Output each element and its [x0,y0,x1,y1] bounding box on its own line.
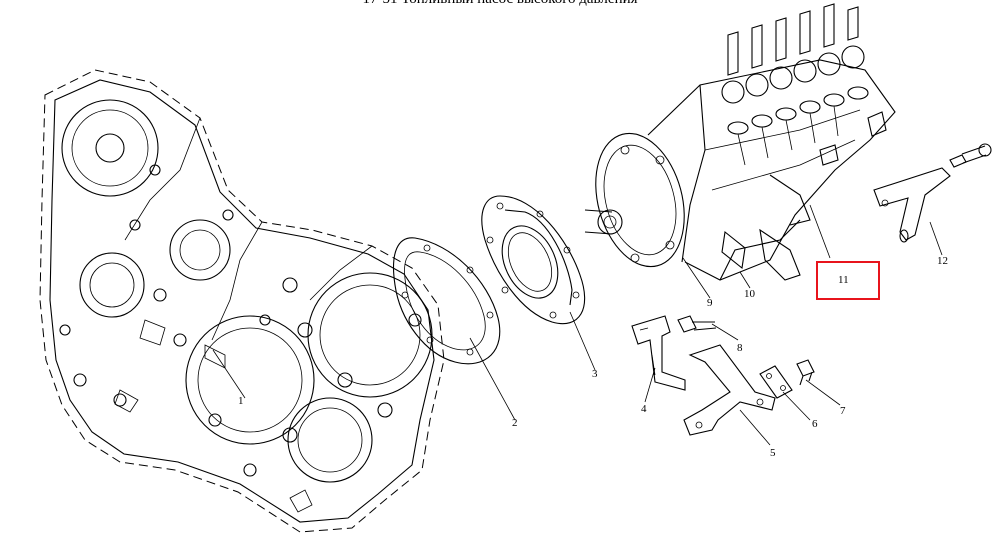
diagram-title: 17-51 Топливный насос высокого давления [0,0,1000,8]
injection-pump [584,3,896,281]
gear-housing [39,69,445,533]
callout-1: 1 [238,395,244,407]
pump-injector-row [721,3,869,166]
callout-4: 4 [641,403,647,415]
plate-6 [759,365,793,399]
callout-10: 10 [744,288,756,300]
callout-11: 11 [838,274,849,286]
gasket [392,237,501,365]
callout-2: 2 [512,417,518,429]
callout-6: 6 [812,418,818,430]
callout-3: 3 [592,368,598,380]
bolt-7 [796,359,815,386]
callout-leaders [212,204,943,446]
bracket-5 [683,344,776,436]
callout-7: 7 [840,405,846,417]
support-bracket [873,143,992,243]
highlight-box [816,261,880,300]
callout-9: 9 [707,297,713,309]
callout-12: 12 [937,255,948,267]
callout-5: 5 [770,447,776,459]
bolt-8 [677,315,717,333]
callout-8: 8 [737,342,743,354]
adapter-flange [481,195,586,325]
bracket-4 [631,315,686,391]
